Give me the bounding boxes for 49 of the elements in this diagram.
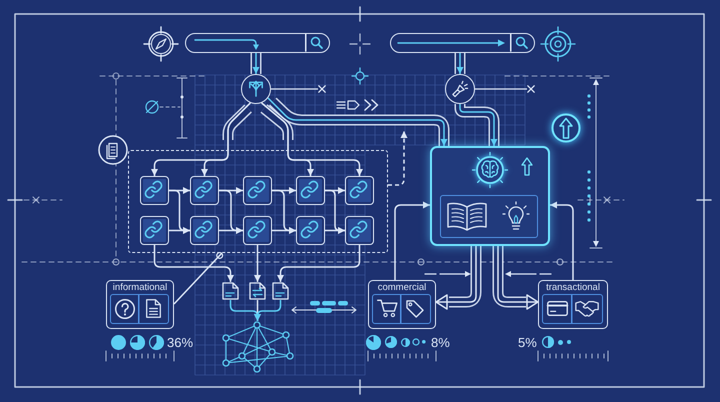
- arrow: [254, 245, 261, 282]
- arrow: [201, 102, 251, 176]
- search-field: [185, 33, 330, 53]
- percentage-label: 5%: [518, 335, 537, 350]
- annotation-line: [271, 88, 318, 90]
- icon-circle: [241, 74, 271, 104]
- arrow: [219, 190, 243, 234]
- document-icon: [272, 282, 289, 300]
- glowing-panel: [430, 146, 550, 246]
- cross-mark-icon: [527, 85, 535, 93]
- category-card: [538, 280, 608, 329]
- link-tile: [296, 176, 324, 204]
- search-field: [390, 33, 535, 53]
- arrow: [254, 300, 282, 321]
- annotation-line: [475, 88, 527, 90]
- link-tile: [242, 216, 272, 244]
- dashed-arrow: [388, 131, 408, 186]
- category-label: commercial: [378, 282, 426, 292]
- leader-line: [173, 252, 224, 305]
- arrow: [169, 190, 190, 234]
- document-icon: [222, 282, 239, 300]
- link-tile: [140, 176, 168, 204]
- category-label: transactional: [546, 282, 600, 292]
- category-card: [368, 280, 436, 329]
- arrow: [261, 102, 363, 176]
- icon-circle: [445, 74, 475, 104]
- cross-mark-icon: [318, 85, 326, 93]
- arrow: [277, 245, 360, 282]
- link-tile: [296, 216, 324, 244]
- arrow: [550, 202, 574, 280]
- link-tile: [242, 176, 272, 204]
- category-card: [106, 280, 174, 329]
- network-graph: [222, 321, 294, 373]
- dashed-group-frame: [128, 150, 388, 253]
- percentage-label: 36%: [167, 335, 194, 350]
- sync-document-icon: [249, 282, 266, 300]
- link-tile: [344, 216, 374, 244]
- arrow: [435, 246, 477, 310]
- link-tile: [140, 216, 168, 244]
- arrow: [497, 246, 539, 310]
- category-label: informational: [112, 282, 168, 292]
- arrow: [394, 202, 430, 280]
- percentage-label: 8%: [431, 335, 450, 350]
- arrow: [154, 245, 234, 282]
- link-tile: [190, 176, 218, 204]
- link-tile: [344, 176, 374, 204]
- link-tile: [190, 216, 218, 244]
- arrow: [272, 190, 296, 234]
- arrow: [325, 190, 345, 234]
